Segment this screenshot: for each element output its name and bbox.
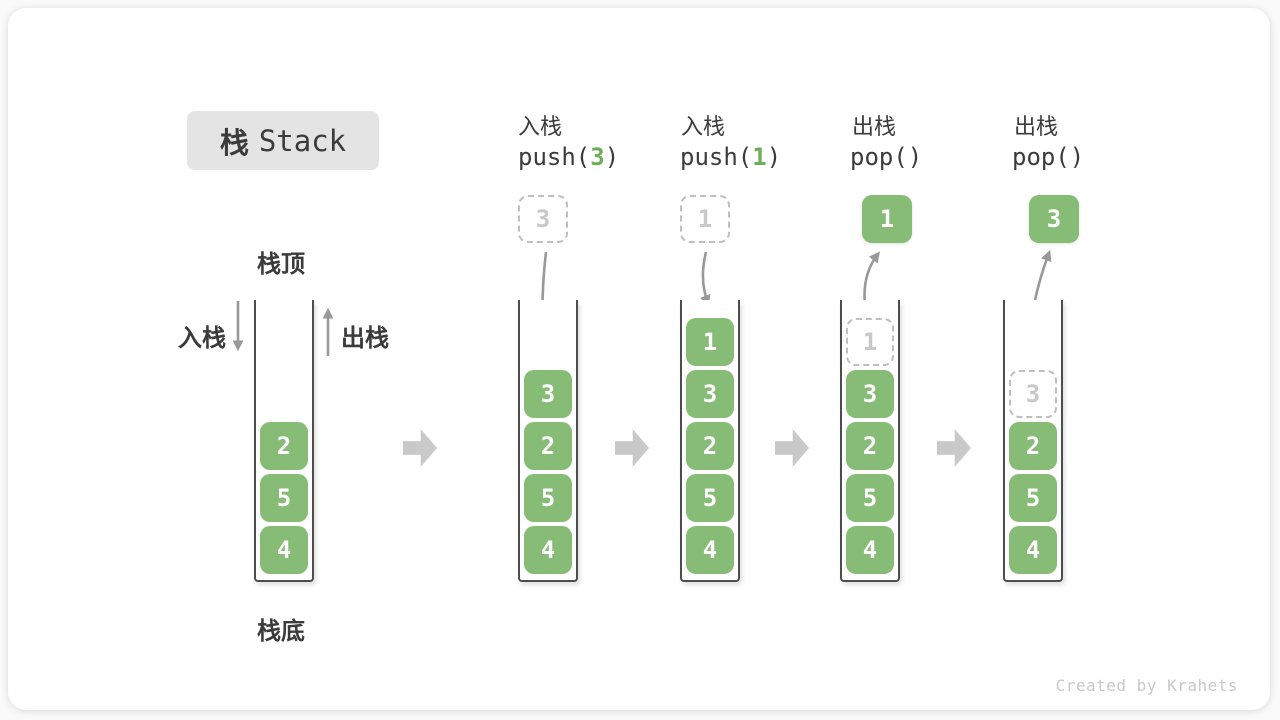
- stack-item: 4: [524, 526, 572, 574]
- stack-item: 3: [524, 370, 572, 418]
- stack-item: 5: [260, 474, 308, 522]
- stack-after-pop-3: 3 2 5 4: [1003, 300, 1063, 582]
- ghost-item: 3: [1009, 370, 1057, 418]
- stack-item: 5: [686, 474, 734, 522]
- stack-bottom-label: 栈底: [257, 618, 305, 645]
- stack-after-push-3: 3 2 5 4: [518, 300, 578, 582]
- push-arg: 1: [752, 143, 767, 171]
- op-code-pop-1: pop(): [850, 143, 923, 171]
- op-code-pop-3: pop(): [1012, 143, 1085, 171]
- incoming-item: 3: [518, 195, 568, 243]
- stack-item: 2: [1009, 422, 1057, 470]
- op-label-push-1: 入栈: [681, 114, 726, 139]
- stack-after-pop-1: 1 3 2 5 4: [840, 300, 900, 582]
- credit-text: Created by Krahets: [1055, 676, 1238, 695]
- op-label-pop-1: 出栈: [852, 114, 897, 139]
- stack-item: 4: [686, 526, 734, 574]
- stack-item: 2: [524, 422, 572, 470]
- pop-side-label: 出栈: [341, 325, 389, 352]
- stack-item: 1: [686, 318, 734, 366]
- incoming-item: 1: [680, 195, 730, 243]
- stack-item: 4: [1009, 526, 1057, 574]
- op-label-push-3: 入栈: [518, 114, 563, 139]
- stack-item: 5: [1009, 474, 1057, 522]
- stack-item: 4: [846, 526, 894, 574]
- title-en: Stack: [258, 123, 347, 158]
- push-side-label: 入栈: [178, 325, 226, 352]
- popped-item: 1: [862, 195, 912, 243]
- ghost-item: 1: [846, 318, 894, 366]
- stack-item: 4: [260, 526, 308, 574]
- title-badge: 栈 Stack: [187, 111, 379, 170]
- stack-item: 2: [846, 422, 894, 470]
- stack-item: 5: [846, 474, 894, 522]
- stack-initial: 2 5 4: [254, 300, 314, 582]
- op-label-pop-3: 出栈: [1014, 114, 1059, 139]
- stack-item: 3: [846, 370, 894, 418]
- op-code-push-3: push(3): [518, 143, 620, 171]
- stack-after-push-1: 1 3 2 5 4: [680, 300, 740, 582]
- stack-item: 5: [524, 474, 572, 522]
- op-code-push-1: push(1): [680, 143, 782, 171]
- stack-top-label: 栈顶: [257, 251, 305, 278]
- title-zh: 栈: [219, 127, 249, 160]
- push-arg: 3: [590, 143, 605, 171]
- stack-item: 2: [260, 422, 308, 470]
- stack-item: 3: [686, 370, 734, 418]
- stack-item: 2: [686, 422, 734, 470]
- popped-item: 3: [1029, 195, 1079, 243]
